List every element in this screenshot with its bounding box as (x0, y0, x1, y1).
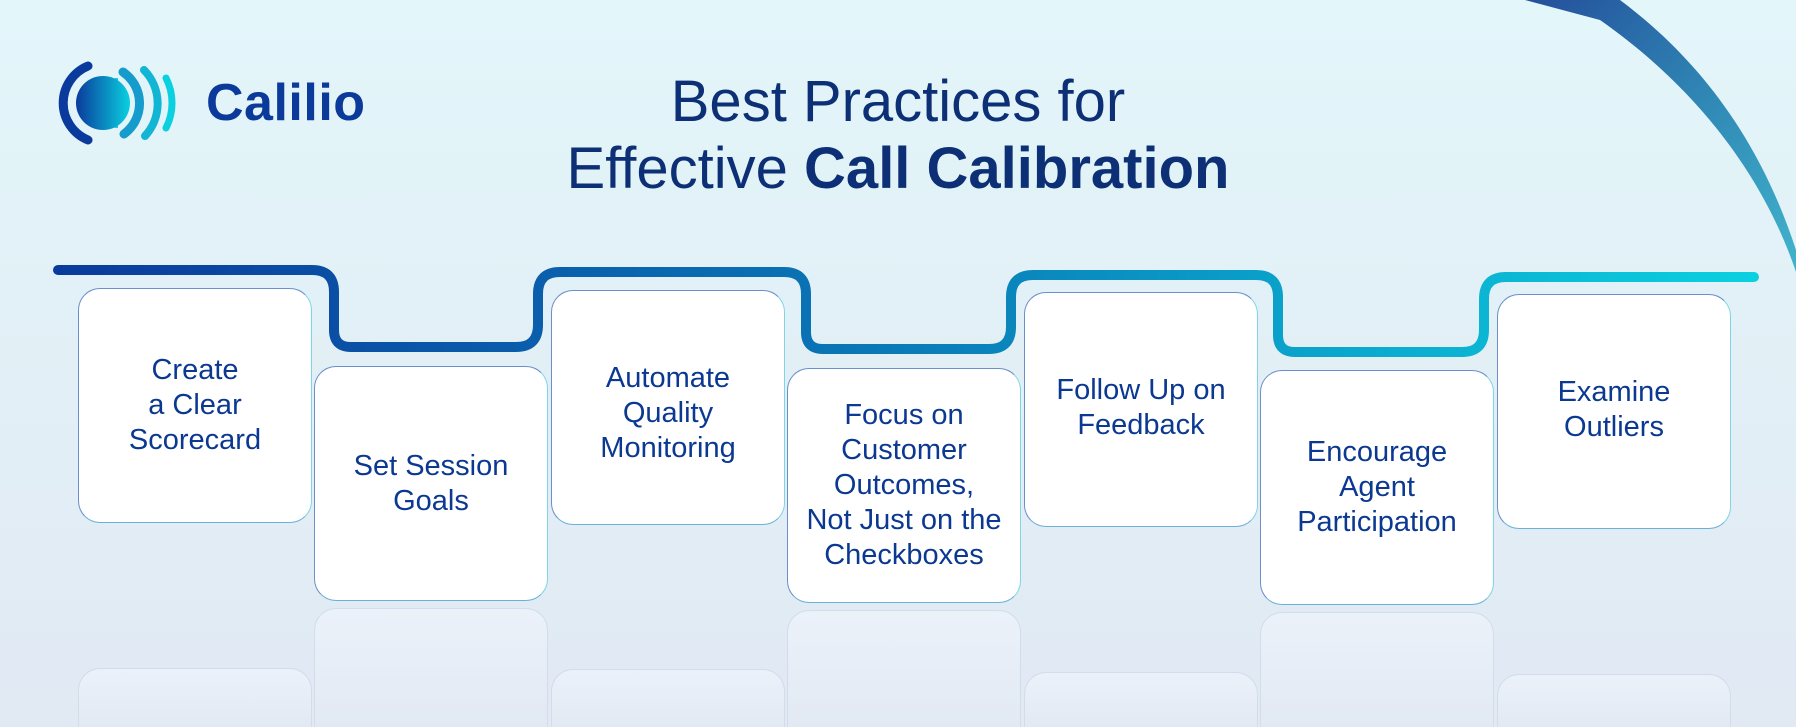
card-reflection (551, 669, 785, 727)
card-reflection (1497, 674, 1731, 727)
card-reflection (787, 610, 1021, 727)
card-reflection (314, 608, 548, 727)
title-bold: Call Calibration (804, 136, 1230, 201)
sound-wave-c-icon (58, 61, 176, 145)
brand-name: Calilio (206, 74, 366, 132)
title-line-1: Best Practices for (670, 69, 1126, 134)
card-reflection (1260, 612, 1494, 727)
brand-logo[interactable]: Calilio (58, 58, 366, 148)
title-regular: Effective (566, 136, 805, 201)
page-title: Best Practices for Effective Call Calibr… (0, 70, 1796, 204)
card-reflection (1024, 672, 1258, 727)
card-reflection (78, 668, 312, 727)
title-line-2: Effective Call Calibration (0, 134, 1796, 204)
